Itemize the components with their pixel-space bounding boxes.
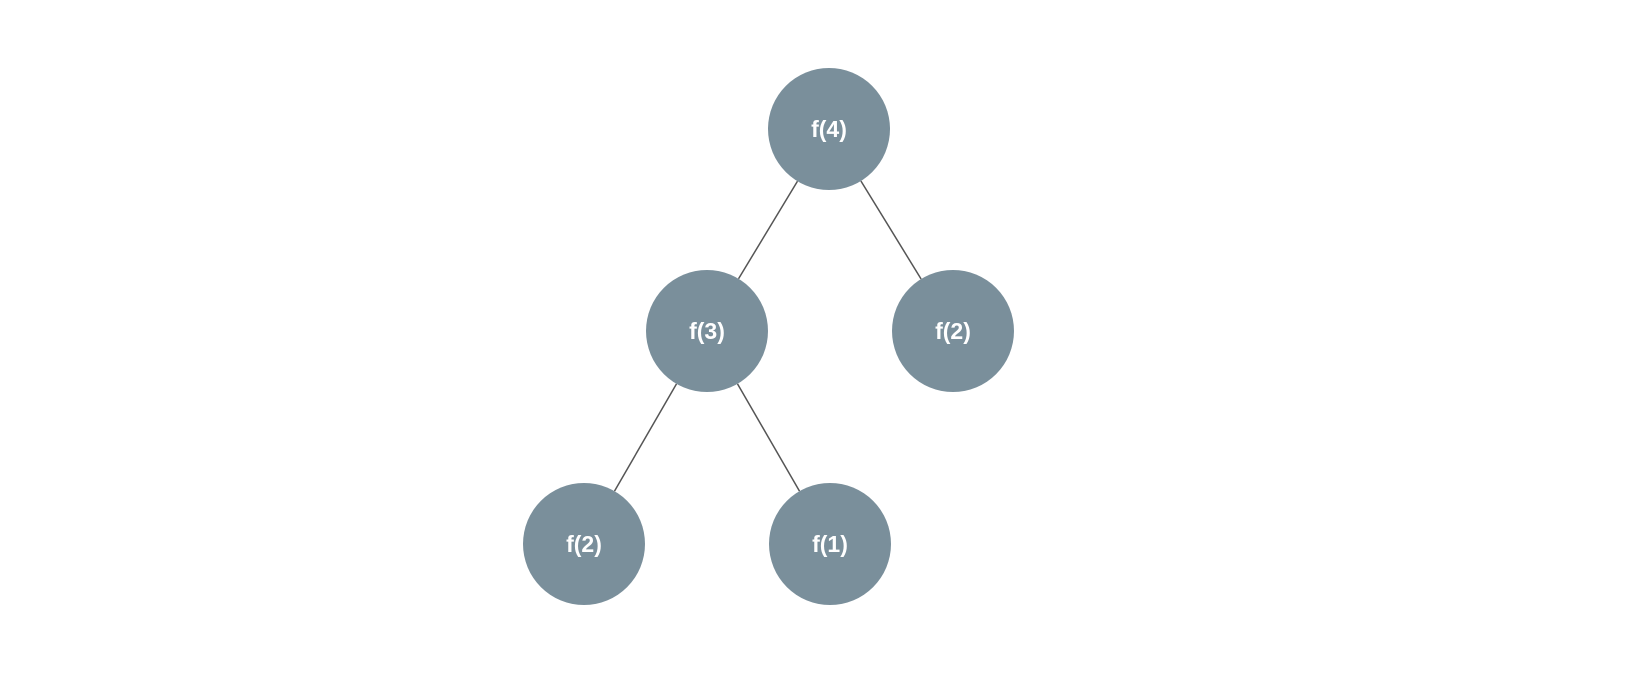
edge-n4-n3 <box>737 180 799 280</box>
node-label: f(2) <box>566 531 602 557</box>
nodes-layer: f(4) f(3) f(2) f(2) f(1) <box>523 68 1014 605</box>
tree-node: f(2) <box>892 270 1014 392</box>
edges-layer <box>613 180 922 492</box>
edge-n3-n1 <box>736 383 801 492</box>
node-label: f(2) <box>935 318 971 344</box>
node-circle <box>769 483 891 605</box>
node-circle <box>523 483 645 605</box>
tree-node: f(4) <box>768 68 890 190</box>
node-label: f(1) <box>812 531 848 557</box>
edge-n3-n2b <box>613 383 678 492</box>
node-circle <box>892 270 1014 392</box>
edge-n4-n2a <box>860 180 922 280</box>
tree-node: f(2) <box>523 483 645 605</box>
node-circle <box>768 68 890 190</box>
node-label: f(3) <box>689 318 725 344</box>
tree-node: f(3) <box>646 270 768 392</box>
node-circle <box>646 270 768 392</box>
tree-node: f(1) <box>769 483 891 605</box>
node-label: f(4) <box>811 116 847 142</box>
